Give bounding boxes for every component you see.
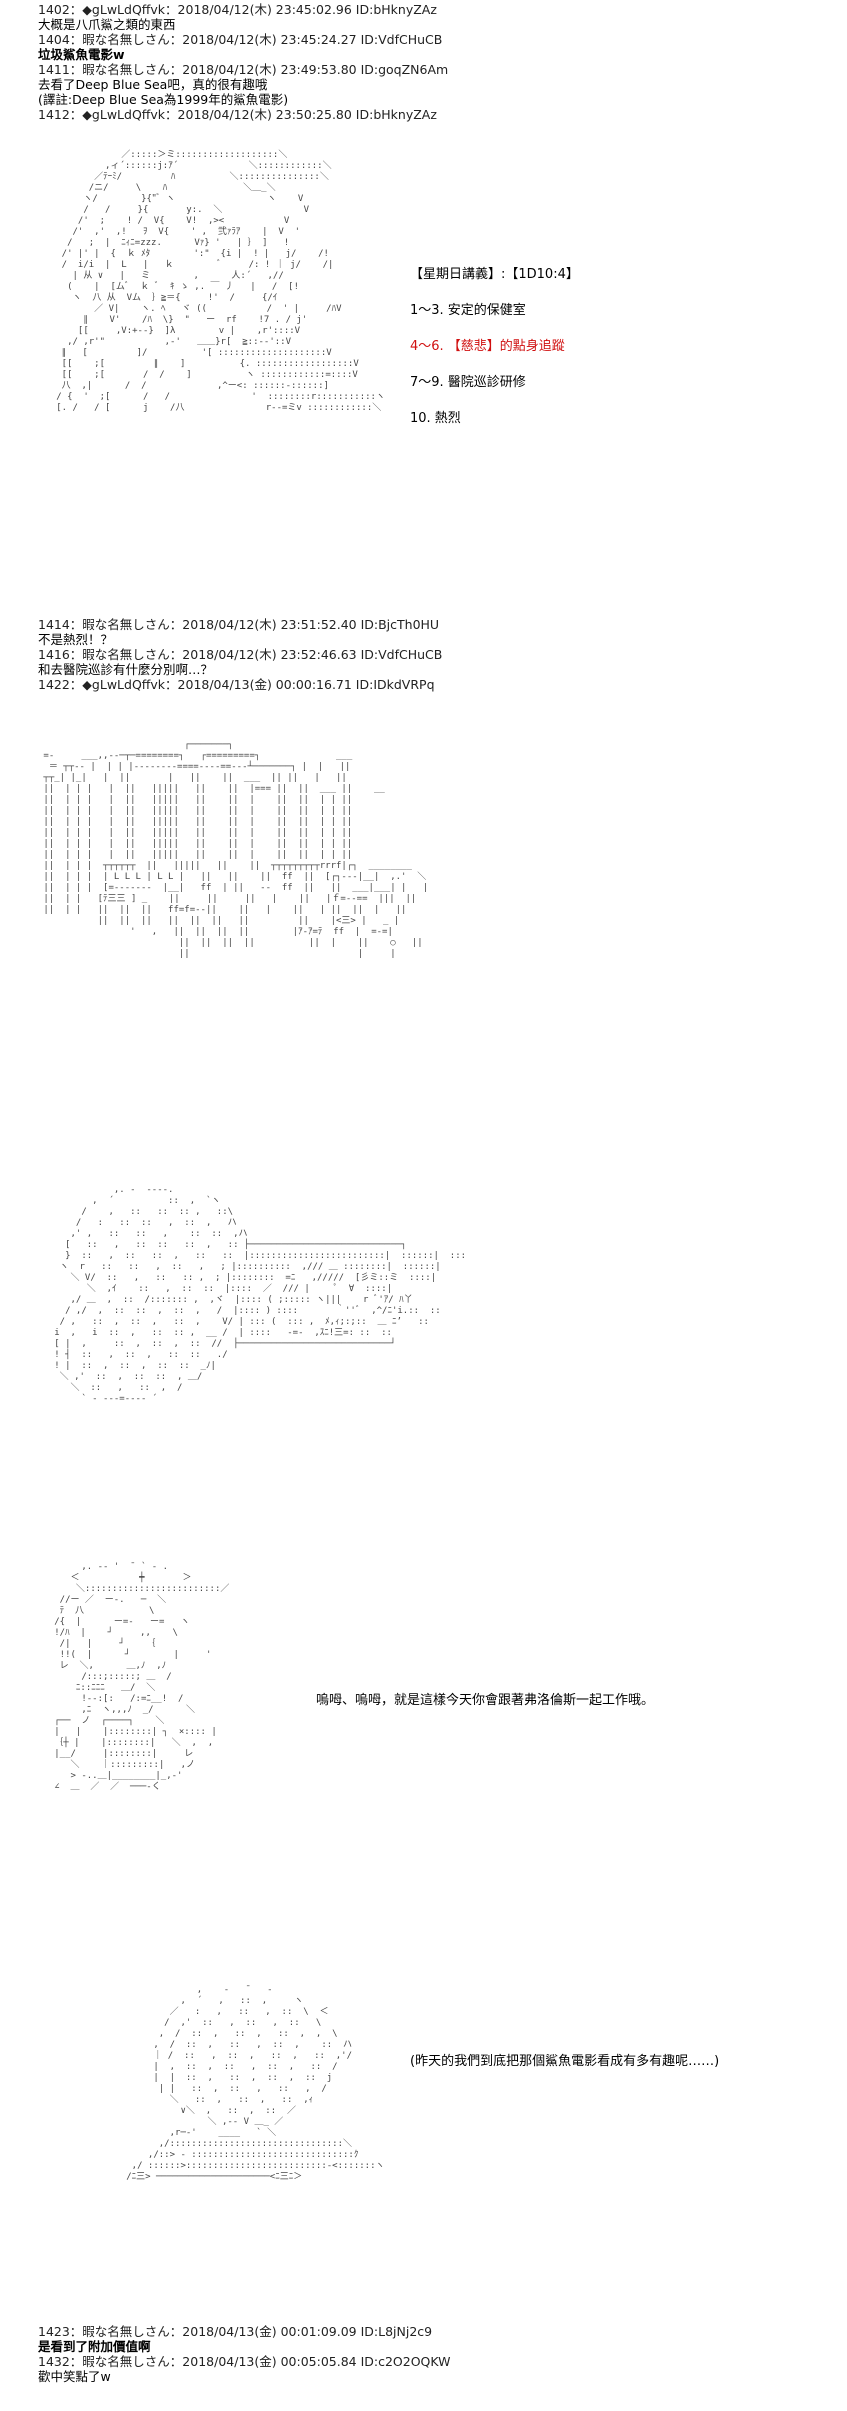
post-body: 大概是八爪鯊之類的東西 <box>38 17 176 32</box>
post-body: 和去醫院巡診有什麼分別啊…？ <box>38 662 214 677</box>
post-body: 垃圾鯊魚電影w <box>38 47 125 62</box>
post-header: 1411：暇な名無しさん：2018/04/12(木) 23:49:53.80 I… <box>38 62 449 77</box>
post-body: 去看了Deep Blue Sea吧，真的很有趣哦 <box>38 77 268 92</box>
ascii-art-character: ／:::::＞ミ:::::::::::::::::::＼ ,ィ´::::::j:… <box>56 150 385 413</box>
menu-item-highlight: 4〜6. 【慈悲】的點身追蹤 <box>410 339 565 354</box>
post-header: 1414：暇な名無しさん：2018/04/12(木) 23:51:52.40 I… <box>38 617 440 632</box>
post-body: 歡中笑點了w <box>38 2369 111 2384</box>
menu-title: 【星期日講義】:【1D10:4】 <box>410 267 579 282</box>
menu-item: 1〜3. 安定的保健室 <box>410 303 526 318</box>
post-header: 1416：暇な名無しさん：2018/04/12(木) 23:52:46.63 I… <box>38 647 443 662</box>
ascii-art-poster-scene: ,. - ‐‐‐‐. , ´ :: , `ヽ / , :: :: :: , ::… <box>54 1185 467 1404</box>
post-body: 不是熱烈！？ <box>38 632 114 647</box>
post-header: 1412：◆gLwLdQffvk：2018/04/12(木) 23:50:25.… <box>38 107 437 122</box>
speech-thought: (昨天的我們到底把那個鯊魚電影看成有多有趣呢……) <box>410 2054 720 2069</box>
menu-item: 10. 熱烈 <box>410 411 461 426</box>
ascii-art-building: ┌───────┐ =- ___,,--─┬─========┐ ┌======… <box>43 740 429 959</box>
post-header: 1432：暇な名無しさん：2018/04/13(金) 00:05:05.84 I… <box>38 2354 451 2369</box>
menu-item: 7〜9. 醫院巡診研修 <box>410 375 526 390</box>
post-note: (譯註:Deep Blue Sea為1999年的鯊魚電影) <box>38 92 289 107</box>
post-header: 1423：暇な名無しさん：2018/04/13(金) 00:01:09.09 I… <box>38 2324 433 2339</box>
post-header: 1404：暇な名無しさん：2018/04/12(木) 23:45:24.27 I… <box>38 32 443 47</box>
speech-line: 嗚呣、嗚呣，就是這樣今天你會跟著弗洛倫斯一起工作哦。 <box>316 1693 655 1708</box>
post-body: 是看到了附加價值啊 <box>38 2339 151 2354</box>
ascii-art-lying-character: , - ¯ - , ´ , :: , ヽ ／ : , :: , :: \ ＜ /… <box>126 1985 385 2182</box>
post-header: 1402：◆gLwLdQffvk：2018/04/12(木) 23:45:02.… <box>38 2 437 17</box>
ascii-art-nurse: ,. -‐ ' ¯ ` ‐ . ＜ ┿ ＞ ＼:::::::::::::::::… <box>54 1562 230 1792</box>
post-header: 1422：◆gLwLdQffvk：2018/04/13(金) 00:00:16.… <box>38 677 435 692</box>
